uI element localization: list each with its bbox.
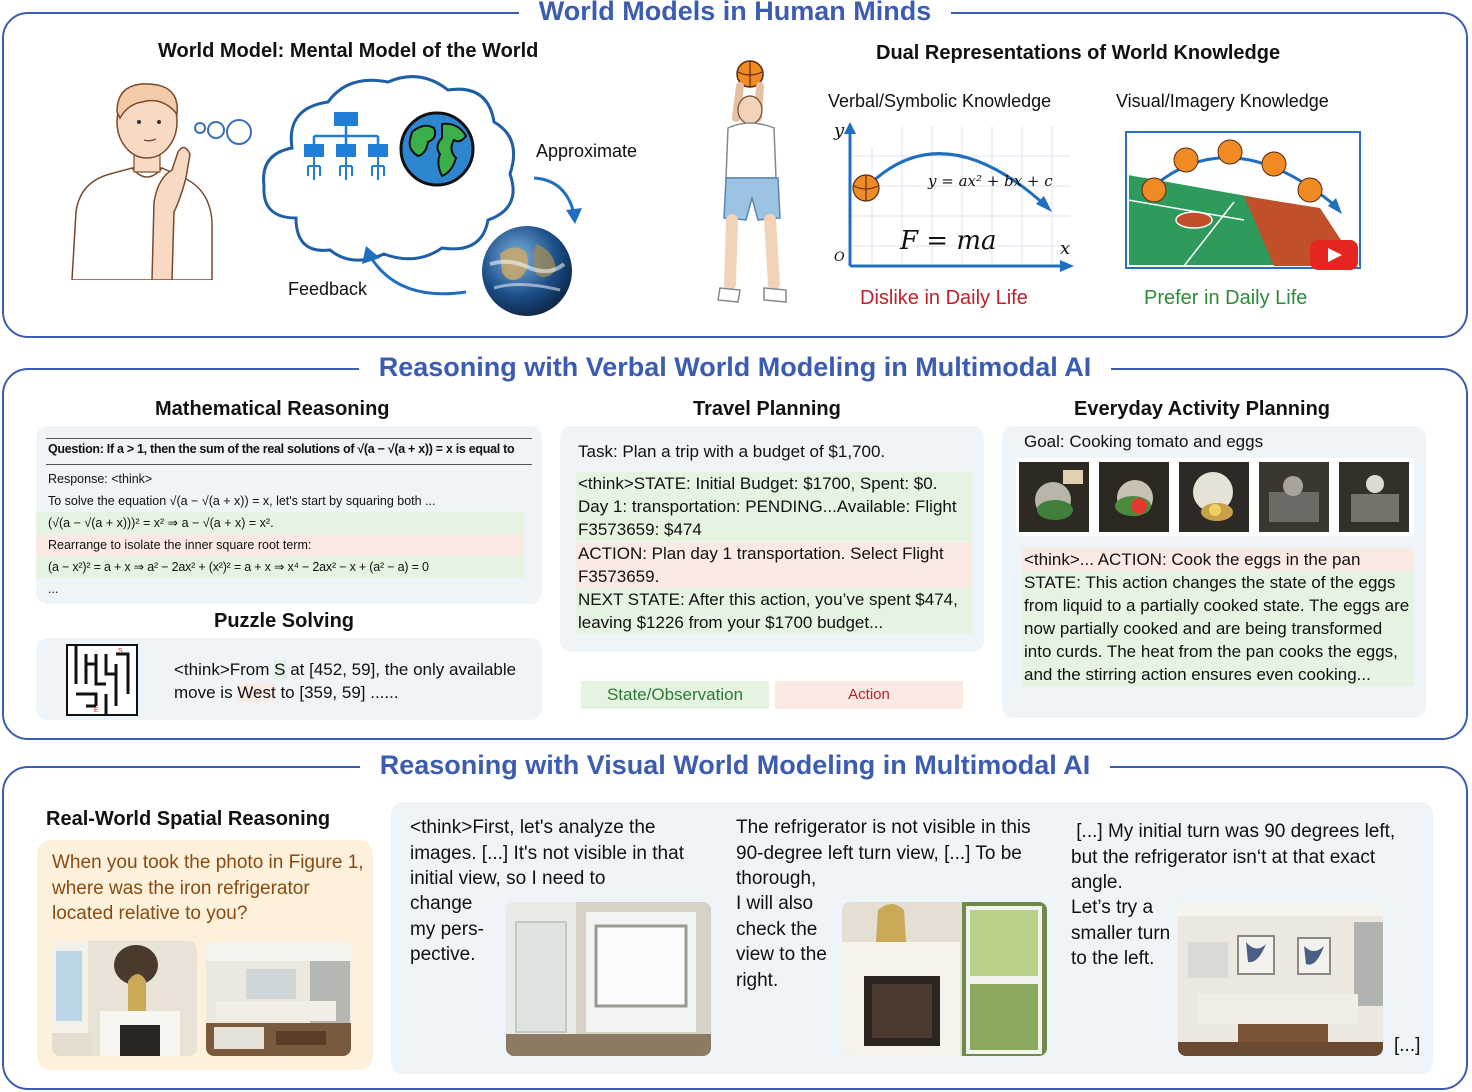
math-line: ... — [48, 582, 59, 596]
mental-model-heading: World Model: Mental Model of the World — [158, 40, 539, 62]
divider — [46, 438, 532, 439]
activity-planning-heading: Everyday Activity Planning — [1074, 398, 1331, 420]
math-reasoning-heading: Mathematical Reasoning — [155, 398, 390, 420]
travel-next-state: NEXT STATE: After this action, you’ve sp… — [576, 588, 972, 634]
math-reasoning-panel: Question: If a > 1, then the sum of the … — [36, 426, 542, 604]
activity-planning-panel: Goal: Cooking tomato and eggs <think>...… — [1002, 426, 1426, 718]
basketball-court-imagery — [1125, 131, 1361, 270]
activity-state: STATE: This action changes the state of … — [1022, 571, 1414, 686]
activity-goal: Goal: Cooking tomato and eggs — [1024, 432, 1264, 451]
axis-y-label: y — [834, 120, 845, 141]
spatial-reasoning-heading: Real-World Spatial Reasoning — [46, 808, 331, 830]
earth-icon — [399, 111, 475, 187]
puzzle-text: <think>From S at [452, 59], the only ava… — [174, 658, 534, 704]
generated-view-1 — [506, 902, 711, 1056]
section-title: Reasoning with Visual World Modeling in … — [359, 750, 1111, 780]
travel-task: Task: Plan a trip with a budget of $1,70… — [578, 442, 886, 461]
puzzle-text-part: to [359, 59] ...... — [275, 683, 399, 702]
dislike-label: Dislike in Daily Life — [860, 287, 1028, 309]
basketball-player-illustration — [717, 60, 787, 303]
generated-view-3 — [1178, 902, 1383, 1056]
room-photo — [52, 941, 197, 1056]
feedback-label: Feedback — [288, 279, 368, 299]
reasoning-step-1-continued: change my pers- pective. — [410, 893, 484, 965]
thinking-person-illustration — [71, 83, 213, 280]
reasoning-step-2-continued: I will also check the view to the right. — [736, 893, 827, 991]
math-state-line: (√(a − √(a + x)))² = x² ⇒ a − √(a + x) =… — [36, 512, 524, 534]
section-title: Reasoning with Verbal World Modeling in … — [358, 352, 1112, 382]
axis-origin-label: O — [834, 250, 845, 265]
legend-action: Action — [775, 681, 963, 709]
thought-bubbles — [194, 119, 252, 145]
maze-image: S E — [66, 644, 138, 716]
approximate-arrow — [533, 176, 582, 224]
kitchen-frame — [1099, 462, 1169, 532]
reasoning-step-1-text: <think>First, let's analyze the images. … — [410, 817, 684, 889]
prefer-label: Prefer in Daily Life — [1144, 287, 1308, 309]
math-line: To solve the equation √(a − √(a + x)) = … — [48, 494, 436, 508]
approximate-label: Approximate — [536, 141, 638, 161]
puzzle-solving-heading: Puzzle Solving — [214, 610, 355, 632]
activity-action: <think>... ACTION: Cook the eggs in the … — [1022, 548, 1414, 571]
puzzle-start-state: S — [274, 660, 286, 679]
travel-state: <think>STATE: Initial Budget: $1700, Spe… — [576, 472, 972, 541]
puzzle-text-part: <think>From — [174, 660, 275, 679]
verbal-knowledge-label: Verbal/Symbolic Knowledge — [828, 91, 1052, 111]
math-action-line: Rearrange to isolate the inner square ro… — [36, 534, 524, 556]
reasoning-step-3-text: [...] My initial turn was 90 degrees lef… — [1071, 821, 1401, 893]
symbolic-trajectory-plot — [844, 122, 1074, 272]
parabola-equation: y = ax² + bx + c — [928, 172, 1053, 190]
feedback-arrow — [362, 246, 467, 296]
travel-planning-heading: Travel Planning — [693, 398, 841, 420]
svg-text:S: S — [118, 648, 123, 655]
kitchen-frame — [1179, 462, 1249, 532]
generated-view-2 — [842, 902, 1047, 1056]
kitchen-frame — [1339, 462, 1409, 532]
spatial-question: When you took the photo in Figure 1, whe… — [52, 852, 364, 924]
room-photo — [206, 941, 351, 1056]
math-question: Question: If a > 1, then the sum of the … — [48, 442, 515, 456]
svg-text:E: E — [94, 707, 99, 714]
divider — [46, 464, 532, 465]
kitchen-frame — [1259, 462, 1329, 532]
reasoning-step-3-continued: Let’s try a smaller turn to the left. — [1071, 897, 1171, 969]
force-equation: F = ma — [900, 226, 997, 256]
legend-state: State/Observation — [581, 681, 769, 709]
puzzle-solving-panel: S E <think>From S at [452, 59], the only… — [36, 638, 542, 720]
reasoning-step-2-text: The refrigerator is not visible in this … — [736, 817, 1031, 889]
earth-photo — [482, 226, 572, 316]
kitchen-frame — [1019, 462, 1089, 532]
puzzle-text-part: at [452, 59], the only available move is — [174, 660, 517, 702]
travel-action: ACTION: Plan day 1 transportation. Selec… — [576, 542, 972, 588]
math-state-line: (a − x²)² = a + x ⇒ a² − 2ax² + (x²)² = … — [36, 556, 524, 578]
axis-x-label: x — [1060, 238, 1071, 259]
math-line: Response: <think> — [48, 472, 153, 486]
travel-planning-panel: Task: Plan a trip with a budget of $1,70… — [560, 426, 984, 652]
section-title: World Models in Human Minds — [518, 0, 952, 26]
more-steps-ellipsis: [...] — [1394, 1035, 1421, 1056]
dual-representations-heading: Dual Representations of World Knowledge — [876, 42, 1281, 64]
hierarchy-icon — [304, 112, 388, 180]
puzzle-move-action: West — [237, 683, 276, 702]
visual-knowledge-label: Visual/Imagery Knowledge — [1116, 91, 1329, 111]
